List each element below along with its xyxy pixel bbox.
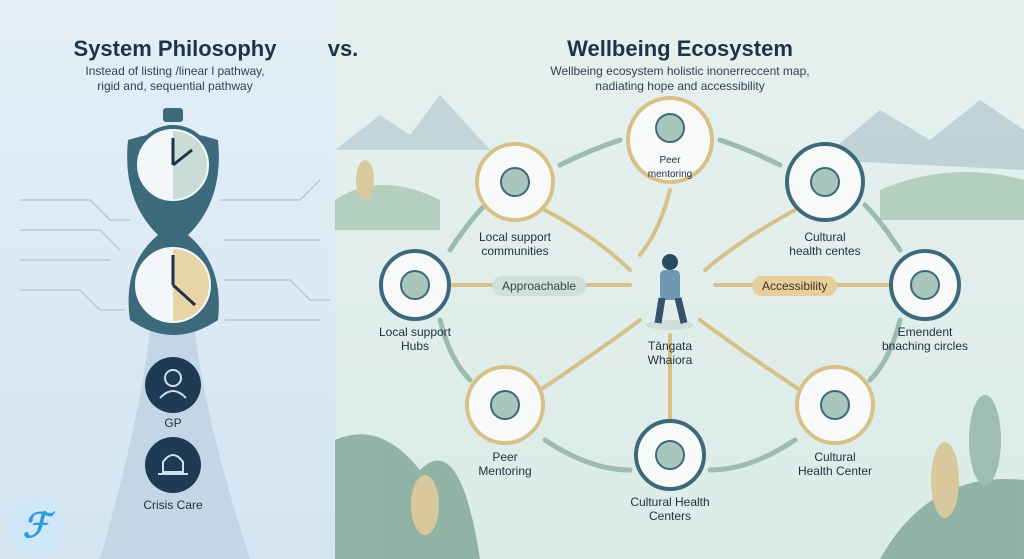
node-label: Centers: [648, 509, 692, 523]
node-label: Health Center: [797, 464, 873, 478]
left-title: System Philosophy: [73, 36, 277, 61]
right-title: Wellbeing Ecosystem: [567, 36, 793, 61]
center-label-2: Whaiora: [647, 353, 693, 367]
node-label: Local support: [478, 230, 552, 244]
node-family-icon: [889, 249, 961, 321]
node-label: Mentoring: [478, 464, 532, 478]
vs-label: vs.: [327, 36, 359, 61]
node-label: Cultural: [804, 230, 846, 244]
node-leaf-icon: [795, 365, 875, 445]
left-subtitle-2: rigid and, sequential pathway: [97, 79, 253, 93]
right-subtitle-1: Wellbeing ecosystem holistic inonerrecce…: [550, 64, 810, 78]
gp-circle: [145, 357, 201, 413]
node-heart-circle-icon: [785, 142, 865, 222]
node-label: Local support: [378, 325, 452, 339]
gp-label: GP: [164, 416, 182, 430]
node-label: Cultural: [814, 450, 856, 464]
logo: ℱ: [8, 498, 64, 554]
accessibility-pill: Accessibility: [752, 276, 838, 296]
node-people-group-icon: [626, 96, 714, 184]
node-label: bnaching circles: [881, 339, 969, 353]
node-person-circle-icon: [465, 365, 545, 445]
node-clinic-icon: [379, 249, 451, 321]
crisis-care-circle: [145, 437, 201, 493]
landscape: [335, 95, 1024, 559]
crisis-care-label: Crisis Care: [143, 498, 203, 512]
node-label: Peer: [659, 155, 681, 166]
node-label: Cultural Health: [630, 495, 710, 509]
node-community-icon: [634, 419, 706, 491]
node-label: communities: [481, 244, 549, 258]
approachable-pill: Approachable: [492, 276, 587, 296]
circuit-lines: [20, 179, 330, 321]
person-figure: [646, 254, 694, 330]
right-subtitle-2: nadiating hope and accessibility: [595, 79, 765, 93]
left-subtitle-1: Instead of listing /linear l pathway,: [85, 64, 265, 78]
node-label: health centes: [789, 244, 861, 258]
center-label-1: Tāngata: [647, 339, 693, 353]
node-label: Hubs: [400, 339, 429, 353]
node-shop-icon: [475, 142, 555, 222]
node-label: Peer: [492, 450, 518, 464]
node-label: Emendent: [897, 325, 953, 339]
outer-ring: [437, 137, 903, 473]
node-label: mentoring: [647, 169, 693, 180]
